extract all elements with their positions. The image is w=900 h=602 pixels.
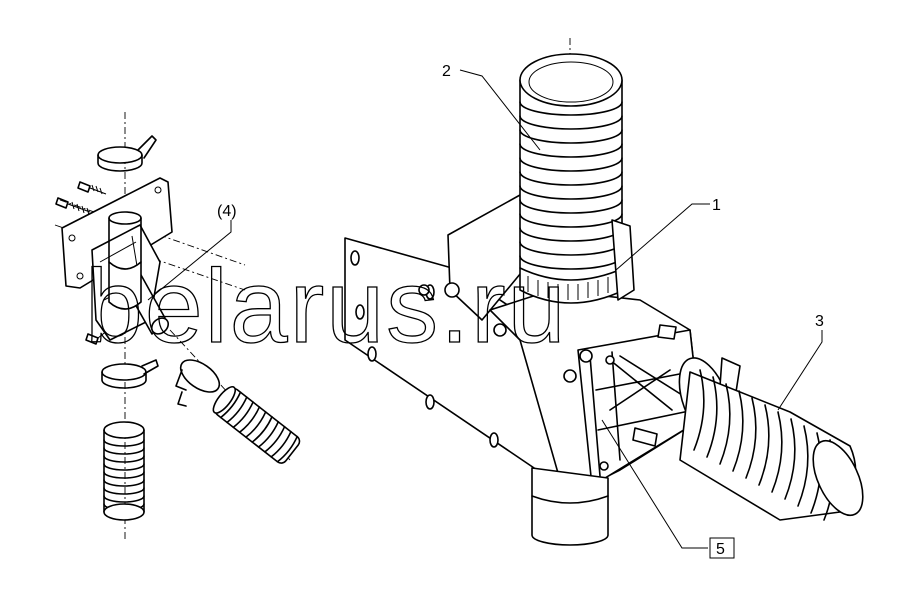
top-hose-clamp	[97, 135, 157, 172]
main-assembly-view	[344, 38, 864, 549]
lower-hose-clamp	[101, 359, 159, 389]
exploded-assembly-view	[54, 112, 301, 540]
bottom-outlet-pipe	[531, 467, 609, 546]
small-vertical-hose	[103, 421, 145, 521]
side-hose-clamp	[175, 359, 221, 407]
mounting-plate	[61, 177, 173, 289]
mounting-screws	[55, 181, 109, 345]
callout-3: 3	[815, 313, 824, 330]
callout-1: 1	[712, 197, 721, 214]
small-side-hose	[212, 385, 301, 464]
callout-2: 2	[442, 63, 451, 80]
upper-hose-clamp	[519, 219, 635, 304]
callout-5: 5	[716, 541, 725, 558]
callout-4: (4)	[217, 203, 237, 220]
side-corrugated-hose	[679, 369, 864, 521]
callout-5-box: 5	[709, 537, 735, 559]
housing-front-frame	[577, 329, 701, 487]
watermark-text: belarus.ru	[85, 249, 567, 365]
plate-bolt-holes	[350, 250, 499, 448]
tee-pipe	[108, 211, 170, 335]
